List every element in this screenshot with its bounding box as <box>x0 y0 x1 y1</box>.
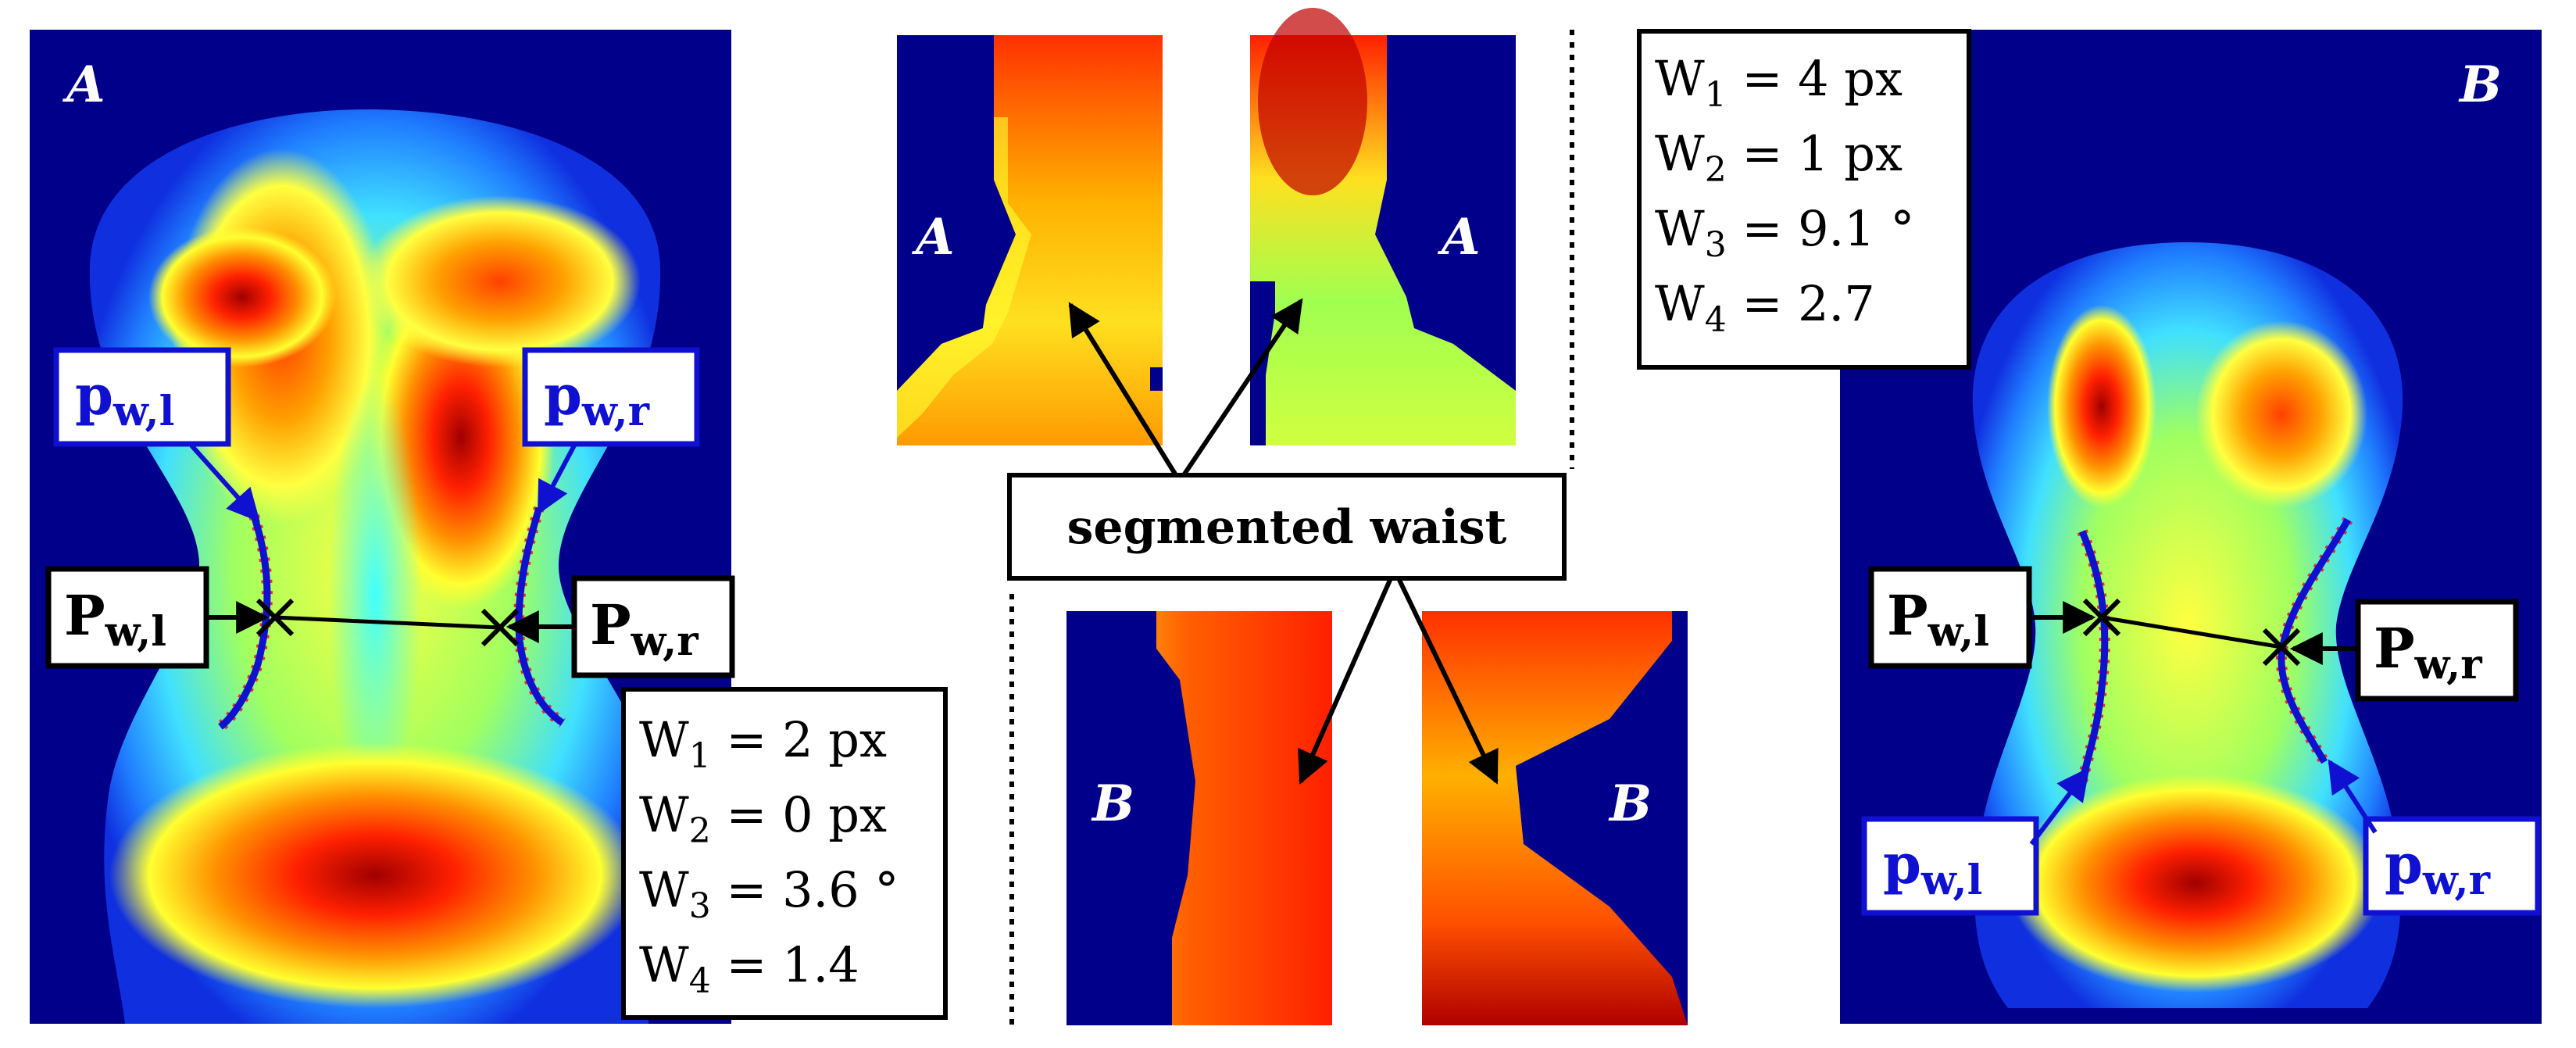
panel-a-Pwl-label: Pw,l <box>45 566 209 669</box>
segmented-waist-callout: segmented waist <box>1007 473 1567 581</box>
panel-b-hot-left <box>2047 305 2156 508</box>
svg-text:pw,r: pw,r <box>544 363 650 435</box>
measure-b-1: W1 = 4 px <box>1655 50 1903 115</box>
crop-bottom-left-label: B <box>1091 774 1134 833</box>
panel-b-waist-line <box>2101 615 2282 649</box>
panel-b: B W1 = 4 px W2 = 1 px W3 = 9.1 ° W4 = 2.… <box>1637 29 2542 1024</box>
measure-b-3: W3 = 9.1 ° <box>1655 200 1914 265</box>
panel-b-left-contour <box>2077 529 2110 783</box>
callout-arrow-bottom-left <box>1298 577 1393 785</box>
panel-b-hot-bottom <box>2008 774 2383 993</box>
panel-b-hot-right <box>2195 320 2367 508</box>
callout-arrow-bottom-right <box>1396 577 1499 785</box>
panel-a-waist-line <box>274 615 501 630</box>
crop-top-left-label: A <box>912 208 955 266</box>
panel-a-cyan-spine <box>328 375 422 813</box>
panel-a-hot-bottom <box>109 742 641 1008</box>
svg-text:Pw,r: Pw,r <box>2374 616 2482 689</box>
panel-a-hot-upper-left <box>148 227 336 367</box>
panel-b-pwr-blue-arrow <box>2328 759 2378 834</box>
panel-b-pwl-blue-label: pw,l <box>1861 816 2039 916</box>
callout-arrow-top-right <box>1181 298 1303 477</box>
svg-text:Pw,l: Pw,l <box>1887 583 1989 656</box>
panel-b-Pwl-label: Pw,l <box>1868 566 2032 669</box>
crop-top-right: A <box>1250 8 1516 445</box>
measure-b-4: W4 = 2.7 <box>1655 275 1875 340</box>
svg-text:Pw,l: Pw,l <box>64 583 166 656</box>
panel-a-pwl-blue-arrow <box>189 443 260 523</box>
crop-top-left: A <box>897 35 1163 445</box>
segmented-waist-label: segmented waist <box>1067 500 1507 555</box>
crop-bottom-right: B <box>1422 611 1688 1025</box>
measure-b-2: W2 = 1 px <box>1655 125 1903 190</box>
panel-a-pwr-blue-label: pw,r <box>522 347 700 447</box>
panel-b-right-contour <box>2275 517 2353 765</box>
panel-a-left-contour <box>216 513 273 731</box>
panel-a-pwl-blue-label: pw,l <box>53 347 231 447</box>
panel-a-label: A <box>63 55 105 114</box>
crop-bottom-left: B <box>1066 611 1332 1025</box>
panel-a-hot-upper-right <box>359 195 641 367</box>
panel-a-Pwr-label: Pw,r <box>571 575 735 678</box>
panel-b-measures-box: W1 = 4 px W2 = 1 px W3 = 9.1 ° W4 = 2.7 <box>1637 29 1971 370</box>
crop-top-right-label: A <box>1438 208 1481 266</box>
svg-text:pw,r: pw,r <box>2385 832 2491 904</box>
panel-a-measures-box: W1 = 2 px W2 = 0 px W3 = 3.6 ° W4 = 1.4 <box>621 687 948 1020</box>
crop-bottom-right-label: B <box>1608 774 1652 833</box>
panel-b-label: B <box>2458 55 2502 114</box>
measure-a-2: W2 = 0 px <box>639 786 887 851</box>
callout-arrow-top-left <box>1068 302 1178 477</box>
measure-a-4: W4 = 1.4 <box>639 936 859 1001</box>
panel-a-pwr-blue-arrow <box>537 444 577 515</box>
measure-a-1: W1 = 2 px <box>639 711 887 776</box>
panel-a: A pw,l pw,r Pw,l Pw,r W1 = 2 px W2 = 0 p… <box>30 30 948 1024</box>
panel-b-pwr-blue-label: pw,r <box>2363 816 2541 916</box>
panel-b-pwl-blue-arrow <box>2029 767 2090 846</box>
svg-text:Pw,r: Pw,r <box>590 592 698 665</box>
svg-text:pw,l: pw,l <box>1883 832 1982 904</box>
panel-b-Pwr-label: Pw,r <box>2355 599 2519 702</box>
measure-a-3: W3 = 3.6 ° <box>639 861 899 926</box>
svg-text:pw,l: pw,l <box>75 363 174 435</box>
